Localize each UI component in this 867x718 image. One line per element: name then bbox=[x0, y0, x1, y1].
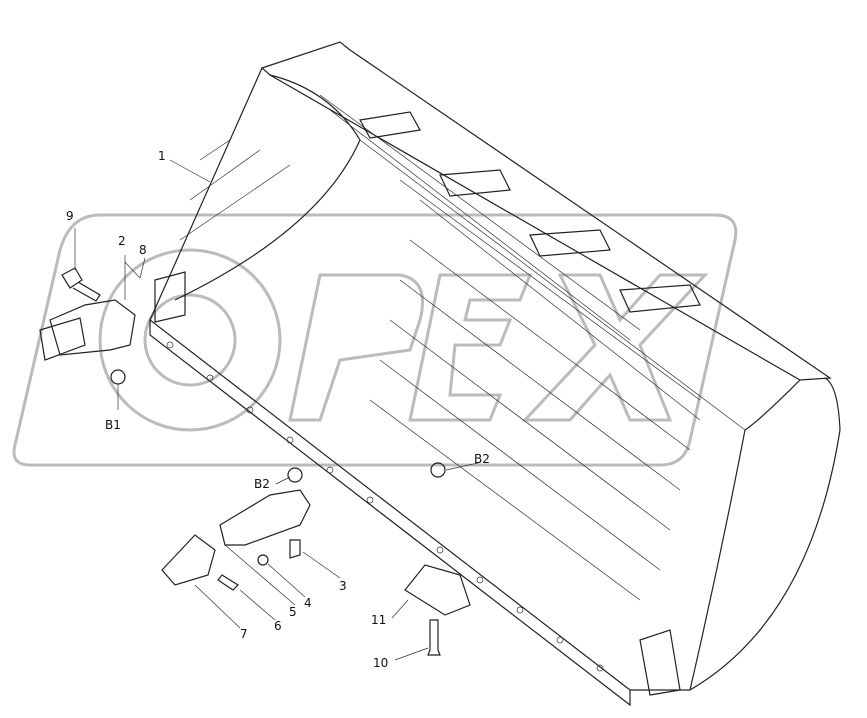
nut-B2-left bbox=[287, 467, 303, 483]
bolt-9 bbox=[61, 267, 101, 302]
bucket-body bbox=[149, 41, 841, 707]
bolt-10 bbox=[427, 619, 441, 656]
callout-B2-left: B2 bbox=[254, 477, 270, 491]
callout-6: 6 bbox=[274, 619, 282, 633]
opex-watermark bbox=[12, 213, 738, 467]
callout-B2-right: B2 bbox=[474, 452, 490, 466]
callout-1: 1 bbox=[158, 149, 166, 163]
nut-B2-right bbox=[430, 462, 446, 478]
pin-3 bbox=[289, 539, 301, 559]
leader-lines bbox=[74, 159, 479, 661]
nut-4 bbox=[257, 554, 269, 566]
tooth-adapter-2 bbox=[39, 299, 136, 361]
callout-4: 4 bbox=[304, 596, 312, 610]
tooth-7 bbox=[161, 534, 216, 586]
bucket-shading bbox=[179, 139, 701, 601]
callout-2: 2 bbox=[118, 234, 126, 248]
nut-B1 bbox=[110, 369, 126, 385]
callout-3: 3 bbox=[339, 579, 347, 593]
side-cutter-11 bbox=[404, 564, 471, 616]
callout-9: 9 bbox=[66, 209, 74, 223]
callout-11: 11 bbox=[371, 613, 387, 627]
callout-7: 7 bbox=[240, 627, 248, 641]
adapter-5 bbox=[219, 489, 311, 546]
cutting-edge-holes bbox=[166, 341, 604, 672]
callout-8: 8 bbox=[139, 243, 147, 257]
pin-6 bbox=[217, 574, 239, 591]
callout-10: 10 bbox=[373, 656, 389, 670]
callout-5: 5 bbox=[289, 605, 297, 619]
callout-B1: B1 bbox=[105, 418, 121, 432]
